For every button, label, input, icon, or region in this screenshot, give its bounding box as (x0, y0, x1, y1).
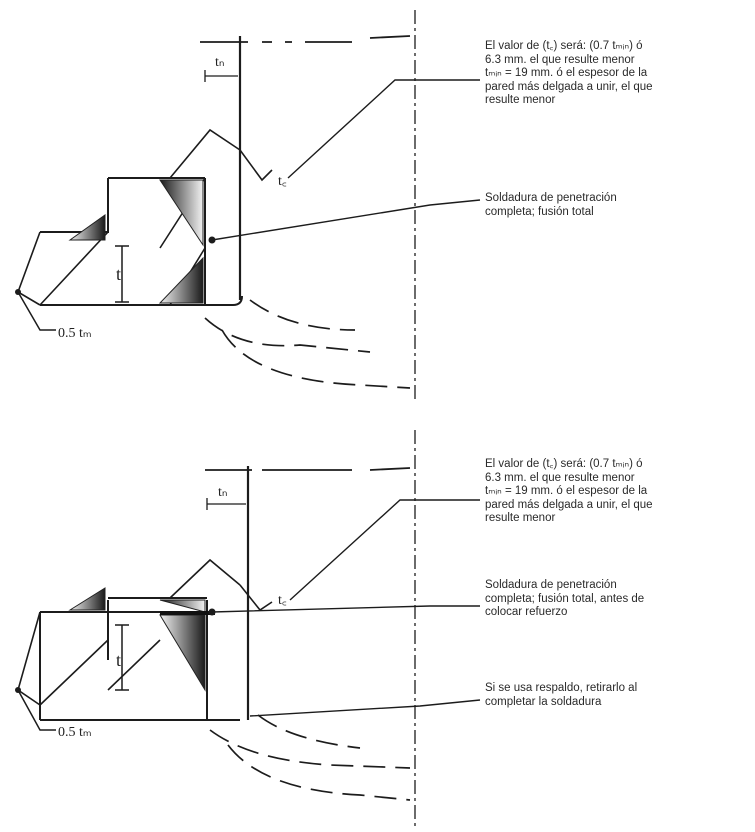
bottom-fillet-profile (239, 584, 273, 612)
top-fillet-profile (239, 149, 273, 182)
top-dim-t-label: t (116, 264, 121, 284)
bottom-note-fillet: El valor de (t꜀) será: (0.7 tₘᵢₙ) ó 6.3 … (485, 458, 653, 524)
top-bevel-lines (17, 128, 241, 306)
bottom-dim-dot (15, 687, 21, 693)
bottom-detail (17, 430, 481, 830)
bottom-leader-backing (249, 699, 481, 717)
bottom-dim-05-line (17, 689, 56, 731)
top-dim-tn-line (204, 70, 238, 82)
top-pipe-contour-dashed (200, 35, 411, 43)
bottom-weld-shade-lower (159, 614, 206, 692)
bottom-pipe-contour-dashed (205, 467, 411, 471)
top-detail (17, 10, 481, 400)
top-weld-shade-left (68, 214, 106, 241)
bottom-note-backing: Si se usa respaldo, retirarlo al complet… (485, 682, 638, 708)
bottom-dim-t-line (115, 624, 129, 691)
bottom-weld-shade-left (68, 587, 106, 611)
top-leader-dot (208, 236, 216, 244)
top-weld-shade-lower (158, 256, 204, 304)
bottom-leader-dot (208, 608, 216, 616)
top-note-fillet: El valor de (t꜀) será: (0.7 tₘᵢₙ) ó 6.3 … (485, 40, 653, 106)
top-dashed-arcs (204, 299, 411, 389)
top-dim-05-line (17, 291, 56, 331)
top-dim-dot (15, 289, 21, 295)
bottom-plate-outline (39, 600, 240, 721)
bottom-leader-fillet (289, 499, 480, 601)
top-dim-tn-label: tₙ (215, 55, 224, 70)
top-dim-05-label: 0.5 tₘ (58, 326, 92, 341)
top-leader-weld (211, 199, 481, 241)
bottom-dim-tn-label: tₙ (218, 485, 227, 500)
bottom-dim-t-label: t (116, 650, 121, 670)
bottom-note-weld: Soldadura de penetración completa; fusió… (485, 579, 645, 618)
top-leader-fillet (287, 79, 480, 179)
top-note-weld: Soldadura de penetración completa; fusió… (485, 192, 617, 218)
top-weld-shade-upper (159, 179, 204, 247)
bottom-weld-shade-upper (159, 599, 206, 613)
top-dim-t-line (115, 245, 129, 303)
bottom-leader-weld (211, 605, 480, 613)
bottom-dim-tc-label: t꜀ (278, 593, 287, 608)
top-dim-tc-label: t꜀ (278, 174, 287, 189)
bottom-dim-tn-line (206, 498, 246, 510)
bottom-dashed-arcs (209, 714, 411, 801)
bottom-dim-05-label: 0.5 tₘ (58, 725, 92, 740)
